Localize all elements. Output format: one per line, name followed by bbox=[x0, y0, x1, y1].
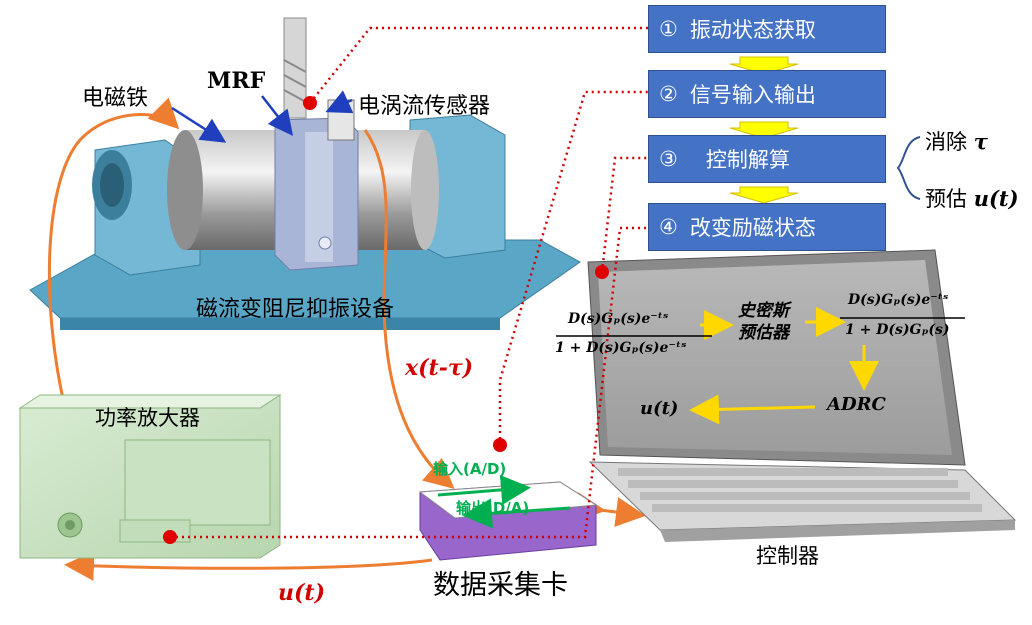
step-label: 改变励磁状态 bbox=[689, 216, 816, 240]
feedback-loop-left bbox=[47, 97, 180, 409]
mrf-pointer bbox=[261, 95, 294, 136]
note-estimate: 预估 u(t) bbox=[925, 186, 1019, 211]
laptop bbox=[587, 249, 1017, 542]
marker-laptop bbox=[595, 265, 609, 279]
adrc-label: ADRC bbox=[827, 394, 886, 415]
daq-laptop-link bbox=[574, 492, 646, 527]
daq-output-label: 输出(D/A) bbox=[456, 499, 530, 517]
link-step4 bbox=[170, 226, 648, 539]
daq-output-arrow bbox=[462, 498, 571, 529]
feedback-loop-right bbox=[363, 129, 455, 489]
damper-label: 磁流变阻尼抑振设备 bbox=[196, 297, 395, 322]
flow-arrow-1 bbox=[729, 56, 799, 75]
link-step3 bbox=[600, 156, 648, 273]
step-label: 信号输入输出 bbox=[689, 83, 816, 107]
adrc-to-ut-arrow bbox=[689, 394, 816, 425]
mrf-label: MRF bbox=[207, 68, 266, 94]
marker-amplifier bbox=[163, 530, 177, 544]
step-label: 控制解算 bbox=[705, 148, 790, 172]
side-brace bbox=[896, 136, 921, 200]
u-bottom-label: u(t) bbox=[278, 580, 325, 606]
tf2-numerator: D(s)Gₚ(s)e⁻ᵗˢ bbox=[848, 292, 949, 308]
step-box-2: ② 信号输入输出 bbox=[648, 70, 886, 118]
tf2-denominator: 1 + D(s)Gₚ(s) bbox=[845, 322, 950, 338]
electromagnet-label: 电磁铁 bbox=[82, 86, 149, 111]
marker-daq bbox=[493, 438, 507, 452]
step-number: ④ bbox=[659, 215, 678, 239]
daq-input-arrow bbox=[437, 474, 531, 505]
feedback-loop-bottom bbox=[64, 550, 433, 581]
sensor-pointer bbox=[325, 90, 354, 114]
electromagnet-pointer bbox=[171, 106, 227, 143]
link-step2 bbox=[498, 90, 648, 445]
step-number: ② bbox=[659, 82, 678, 106]
flow-arrow-3 bbox=[729, 186, 799, 204]
step-number: ① bbox=[659, 17, 678, 41]
smith-predictor-label: 史密斯 预估器 bbox=[738, 301, 789, 343]
note-eliminate: 消除 τ bbox=[925, 129, 988, 154]
step-label: 振动状态获取 bbox=[689, 18, 816, 42]
daq-input-label: 输入(A/D) bbox=[433, 460, 507, 478]
power-amplifier bbox=[18, 394, 282, 559]
marker-sensor bbox=[303, 96, 317, 110]
amplifier-label: 功率放大器 bbox=[95, 406, 200, 430]
controller-ut-label: u(t) bbox=[640, 398, 679, 419]
damper-device bbox=[29, 17, 581, 330]
step-box-3: ③ 控制解算 bbox=[648, 135, 886, 183]
step-number: ③ bbox=[659, 147, 678, 171]
step-box-4: ④ 改变励磁状态 bbox=[648, 203, 886, 251]
tf-numerator: D(s)Gₚ(s)e⁻ᵗˢ bbox=[568, 311, 669, 327]
tf-denominator: 1 + D(s)Gₚ(s)e⁻ᵗˢ bbox=[555, 340, 687, 356]
flow-arrow-2 bbox=[729, 121, 799, 139]
eddy-sensor-label: 电涡流传感器 bbox=[358, 94, 491, 119]
link-step1 bbox=[309, 26, 648, 104]
controller-label: 控制器 bbox=[756, 544, 819, 568]
step-box-1: ① 振动状态获取 bbox=[648, 5, 886, 53]
x-delay-label: x(t-τ) bbox=[405, 355, 474, 381]
daq-label: 数据采集卡 bbox=[433, 570, 568, 601]
